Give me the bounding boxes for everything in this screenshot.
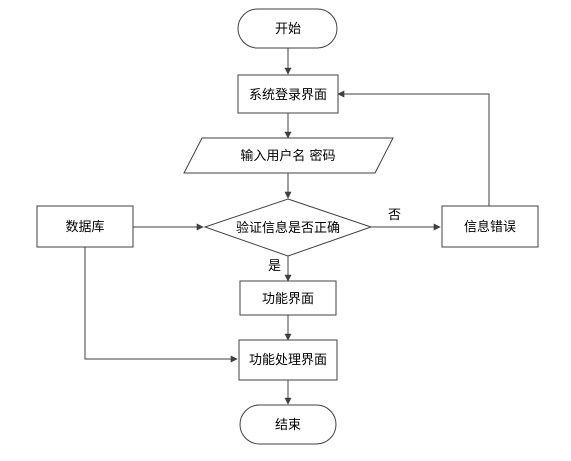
edges [84,48,490,405]
edge-database-process [84,247,238,363]
edge-label-yes: 是 [268,259,281,274]
end-node: 结束 [239,404,337,445]
function-screen-node: 功能界面 [239,280,337,316]
database-label: 数据库 [65,219,104,235]
function-screen-label: 功能界面 [262,292,314,307]
input-credentials-label: 输入用户名 密码 [240,148,335,164]
login-screen-node: 系统登录界面 [237,74,339,114]
end-node-label: 结束 [275,418,301,433]
start-node-label: 开始 [275,22,301,37]
edge-error-login [337,90,490,206]
process-screen-label: 功能处理界面 [249,353,327,368]
database-node: 数据库 [36,205,134,248]
edge-label-no: 否 [388,208,401,223]
process-screen-node: 功能处理界面 [238,339,338,381]
input-credentials-node: 输入用户名 密码 [183,137,394,174]
validate-decision-node: 验证信息是否正确 [203,198,373,257]
error-node: 信息错误 [441,205,539,248]
login-screen-label: 系统登录界面 [249,88,327,103]
error-label: 信息错误 [464,219,516,235]
start-node: 开始 [237,8,338,49]
validate-decision-label: 验证信息是否正确 [236,220,340,236]
